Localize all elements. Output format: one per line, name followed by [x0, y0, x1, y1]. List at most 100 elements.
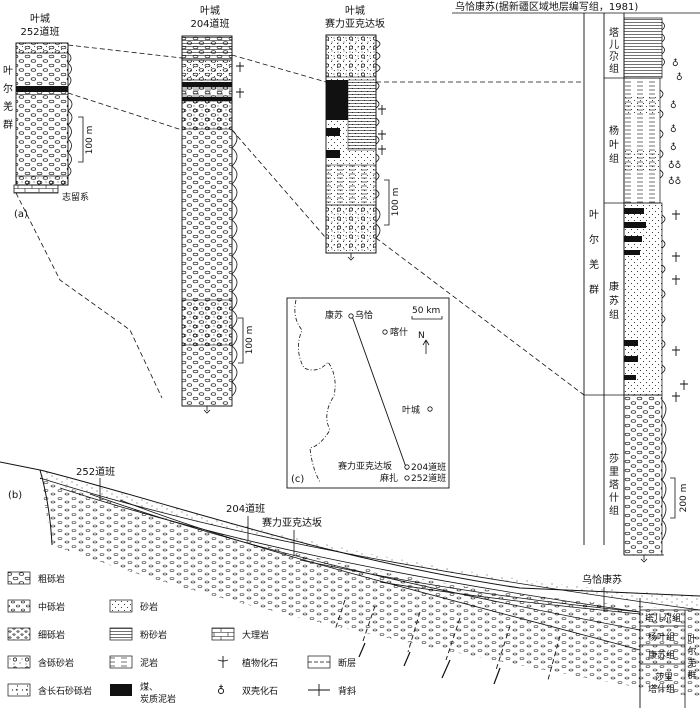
svg-text:群: 群	[589, 283, 599, 296]
svg-text:煤、: 煤、	[140, 681, 158, 693]
mudstone-icon	[109, 655, 133, 669]
svg-text:大理岩: 大理岩	[242, 629, 269, 641]
svg-text:杨: 杨	[609, 124, 619, 137]
plant-fossil-icon	[672, 210, 688, 402]
plant-fossil-icon	[217, 656, 229, 668]
col-a-coal-bed	[16, 86, 68, 92]
svg-text:尕: 尕	[609, 51, 619, 63]
map-place-wuqia: 乌恰	[355, 309, 373, 321]
bivalve-fossil-icon: ♁	[217, 684, 225, 697]
svg-text:♁♁: ♁♁	[668, 160, 681, 171]
col-wu-coal-2	[624, 222, 646, 228]
svg-text:群: 群	[687, 669, 696, 681]
svg-text:含长石砂砾岩: 含长石砂砾岩	[38, 685, 92, 697]
svg-text:♁: ♁	[670, 100, 677, 111]
section-formation-tarergao: 塔儿尕组	[645, 612, 681, 624]
svg-text:中砾岩: 中砾岩	[38, 601, 65, 613]
svg-text:泥岩: 泥岩	[140, 657, 158, 669]
col-a-group-char-1: 叶	[3, 65, 13, 77]
section-formation-kangsu: 康苏组	[648, 649, 675, 661]
legend-item-marble: 大理岩	[211, 627, 269, 641]
col-a-profile	[67, 52, 73, 177]
col-a-scale-bar	[78, 116, 84, 163]
panel-a-label: (a)	[14, 209, 28, 220]
map-north-label: N	[418, 331, 425, 341]
column-204-daoban: 叶城 204道班 100 m	[181, 5, 255, 414]
col-wu-coal-6	[624, 356, 638, 362]
svg-text:断层: 断层	[338, 657, 356, 669]
col-sai-mud	[325, 164, 377, 206]
col-204-profile	[231, 129, 238, 397]
col-a-title-1: 叶城	[30, 13, 50, 25]
legend-item-siltstone: 粉砂岩	[109, 627, 167, 641]
svg-text:叶: 叶	[609, 139, 619, 151]
col-wu-scale-bar	[670, 477, 676, 519]
col-wu-kangsu	[623, 202, 663, 396]
col-sai-silt	[347, 79, 377, 151]
col-sai-profile	[375, 39, 381, 239]
svg-text:苏: 苏	[609, 294, 619, 307]
col-wu-shalitashi	[623, 394, 663, 556]
col-a-group-char-3: 羌	[3, 101, 13, 113]
svg-text:莎: 莎	[609, 452, 619, 465]
section-label-sailiyakedaban: 赛力亚克达坂	[262, 516, 322, 529]
col-wu-coal-3	[624, 236, 642, 242]
svg-text:里: 里	[609, 466, 619, 478]
svg-text:♁: ♁	[672, 58, 679, 69]
col-204-scale-bar	[238, 317, 244, 364]
svg-text:粗砾岩: 粗砾岩	[38, 573, 65, 585]
col-204-pebbly	[181, 100, 233, 130]
svg-text:背斜: 背斜	[338, 685, 356, 697]
location-map: 康苏 乌恰 喀什 叶城 赛力亚克达坂 204道班 麻扎 252道班 50 km …	[286, 297, 450, 489]
map-place-markers	[348, 313, 433, 481]
col-204-scale: 100 m	[245, 326, 255, 355]
col-a-group-char-2: 尔	[3, 82, 13, 95]
svg-text:炭质泥岩: 炭质泥岩	[140, 693, 176, 705]
col-sai-scale-bar	[384, 179, 390, 226]
map-place-yecheng: 叶城	[402, 405, 420, 416]
section-conglomerate	[40, 478, 700, 698]
col-wu-formation-labels: 塔 儿 尕 组 杨 叶 组 康 苏 组 莎 里 塔 什 组 叶 尔 羌 群	[589, 26, 619, 517]
col-wu-title: 乌恰康苏(据新疆区域地层编写组，1981)	[455, 0, 638, 13]
section-group-label: 叶 尔 羌 群	[687, 634, 696, 681]
fine-conglomerate-icon	[7, 627, 31, 641]
col-sai-title-2: 赛力亚克达坂	[325, 17, 385, 30]
svg-text:♁♁: ♁♁	[668, 176, 681, 187]
map-route	[351, 315, 408, 471]
col-204-base-arrow	[182, 405, 232, 414]
section-formation-rules	[640, 609, 700, 665]
legend-item-pebbly: 含砾砂岩	[7, 655, 74, 669]
pebbly-sandstone-icon	[7, 655, 31, 669]
legend-item-medium: 中砾岩	[7, 599, 65, 613]
svg-text:儿: 儿	[609, 39, 619, 51]
col-204-title-1: 叶城	[200, 5, 220, 17]
svg-text:塔: 塔	[609, 478, 619, 491]
svg-text:粉砂岩: 粉砂岩	[140, 629, 167, 641]
col-204-coal-1	[182, 82, 232, 87]
col-sai-coal-1	[326, 80, 348, 120]
section-formation-shalitashi-2: 塔什组	[648, 683, 675, 695]
column-sailiyakedaban: 叶城 赛力亚克达坂 100 m	[325, 5, 401, 261]
col-sai-title-1: 叶城	[345, 5, 365, 17]
col-a-base-bed	[15, 175, 69, 186]
col-204-coal-2	[182, 97, 232, 101]
svg-text:组: 组	[609, 308, 619, 321]
map-place-sailiyakedaban: 赛力亚克达坂	[338, 460, 392, 472]
map-place-252: 252道班	[411, 472, 446, 484]
north-arrow-icon	[422, 339, 430, 354]
map-border	[294, 299, 336, 483]
sandstone-icon	[109, 599, 133, 613]
map-scale-label: 50 km	[412, 306, 440, 316]
col-wu-coal-5	[624, 340, 638, 346]
svg-text:羌: 羌	[589, 259, 599, 271]
col-a-title-2: 252道班	[20, 25, 59, 38]
legend-item-fine: 细砾岩	[7, 627, 65, 641]
svg-text:双壳化石: 双壳化石	[242, 685, 278, 697]
col-a-scale: 100 m	[85, 126, 95, 155]
col-sai-top	[325, 34, 377, 78]
section-label-252: 252道班	[76, 465, 115, 478]
column-wuqia-kangsu: 乌恰康苏(据新疆区域地层编写组，1981) ♁♁♁♁♁♁ ♁♁♁	[452, 0, 700, 563]
map-frame	[286, 297, 450, 489]
svg-text:细砾岩: 细砾岩	[38, 629, 65, 641]
